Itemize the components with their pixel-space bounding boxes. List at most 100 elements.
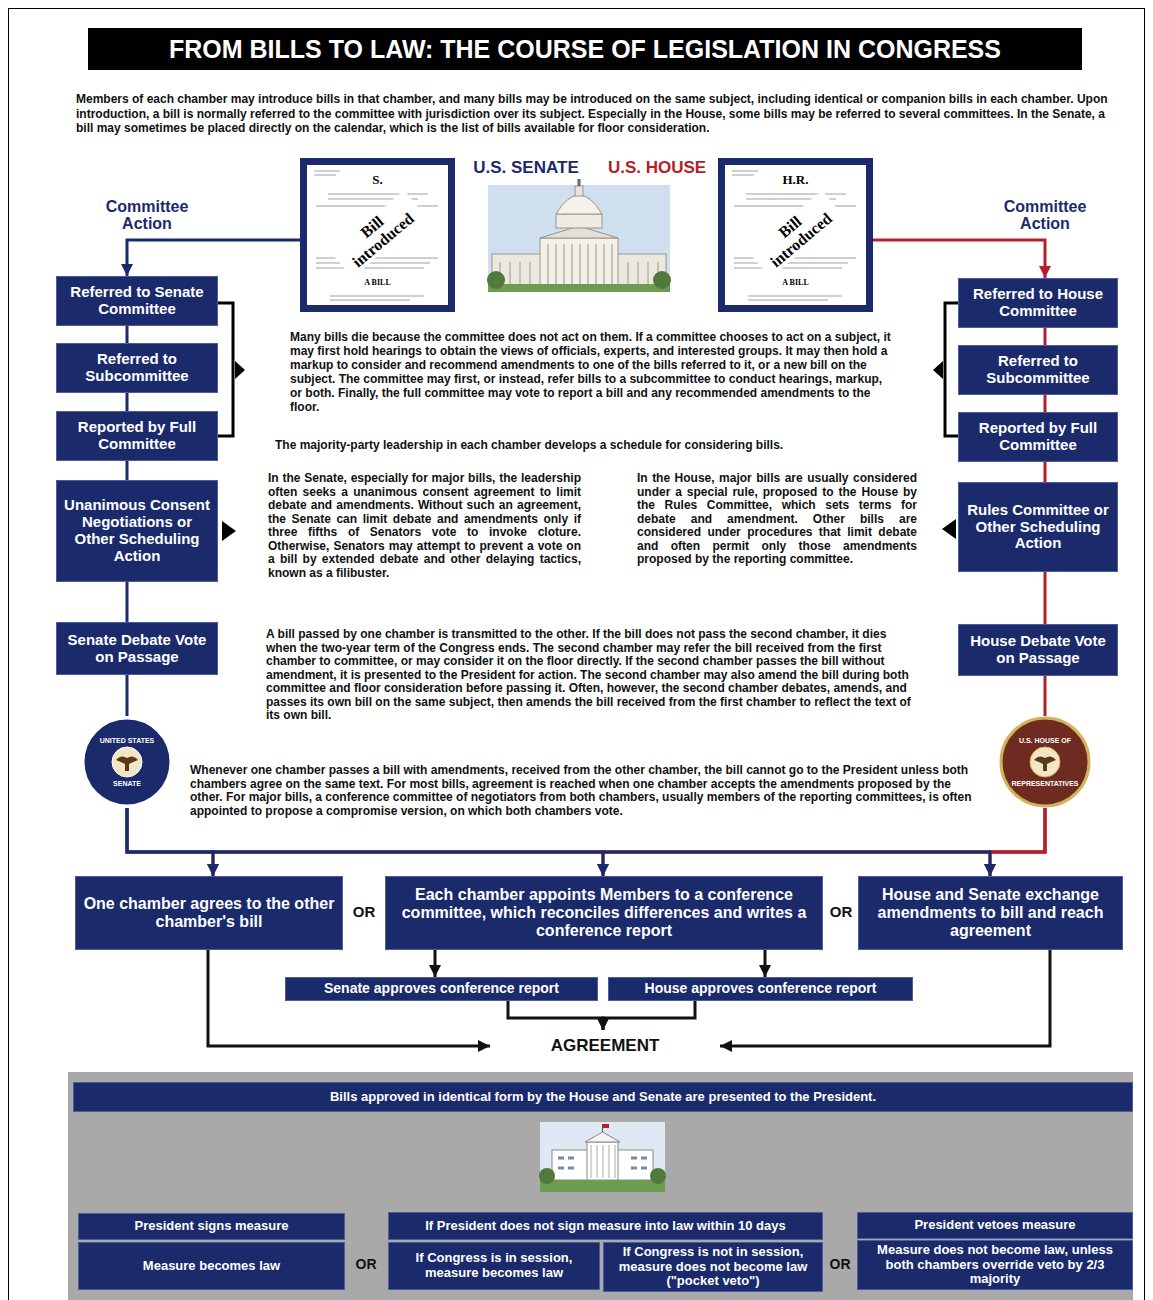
connector [603,808,1045,876]
document-line [734,206,856,207]
process-box: Referred to Subcommittee [958,345,1118,395]
bracket [933,361,943,379]
process-box: Measure does not become law, unless both… [857,1240,1133,1290]
capitol-illustration [487,179,671,292]
bracket [218,303,233,436]
pointer-triangle [942,519,956,539]
box-text: Measure becomes law [143,1259,280,1274]
process-box: Each chamber appoints Members to a confe… [385,876,823,950]
agreement-note: Whenever one chamber passes a bill with … [190,764,982,818]
seal-drawing [999,716,1091,808]
connector [127,808,990,876]
document-text: H.R. [781,173,811,187]
document-line [316,263,430,264]
document-line [734,263,848,264]
box-text: Senate Debate Vote on Passage [63,632,211,666]
chamber-seal: UNITED STATESSENATE [81,716,173,808]
process-box: House approves conference report [608,977,913,1001]
white-house-illustration [603,1124,609,1128]
document-line [732,171,758,172]
capitol-illustration [540,238,618,286]
document-text: A BILL [362,279,392,287]
connector [126,582,129,622]
capitol-illustration [556,195,602,214]
box-text: President signs measure [135,1219,289,1234]
capitol-illustration [556,214,602,228]
white-house-illustration [558,1158,647,1168]
document-line [734,268,842,269]
white-house-illustration [540,1122,665,1192]
or-label: OR [824,903,858,921]
seal-drawing [81,716,173,808]
white-house-illustration [587,1142,618,1180]
white-house-illustration [539,1122,666,1192]
document-line [330,300,410,301]
connector [126,461,129,480]
box-text: Reported by Full Committee [63,419,211,453]
connector [126,326,129,343]
connector [1044,676,1047,716]
connector [1044,395,1047,412]
president-panel [68,1072,1133,1300]
process-box: Reported by Full Committee [958,412,1118,462]
box-text: Measure does not become law, unless both… [864,1243,1126,1287]
agreement-text: AGREEMENT [551,1036,660,1055]
box-text: Referred to House Committee [965,286,1111,320]
box-text: If President does not sign measure into … [425,1219,785,1234]
agreement-node: AGREEMENT [490,1030,720,1062]
chamber-seal: U.S. HOUSE OFREPRESENTATIVES [999,716,1091,808]
connector [127,808,213,876]
committee-note: Many bills die because the committee doe… [290,330,897,414]
seal-ring [1001,718,1089,806]
process-box: Senate approves conference report [285,977,598,1001]
box-text: President vetoes measure [914,1218,1075,1233]
connector [508,1001,603,1030]
or-label: OR [346,903,382,921]
box-text: Referred to Subcommittee [63,351,211,385]
box-text: Referred to Senate Committee [63,284,211,318]
white-house-illustration [602,1124,603,1132]
white-house-illustration [540,1180,665,1192]
or-label: OR [824,1256,856,1273]
process-box: Bills approved in identical form by the … [73,1082,1133,1112]
edge-label: Committee Action [990,198,1100,232]
connector [126,393,129,411]
box-text: Rules Committee or Other Scheduling Acti… [965,502,1111,553]
process-box: If Congress is in session, measure becom… [388,1242,600,1290]
white-house-illustration [585,1132,620,1142]
connector [127,240,300,276]
connector [764,950,767,977]
bracket [945,303,958,436]
document-text: S. [370,173,384,187]
seal-eagle [1034,756,1056,771]
document-line [732,175,754,176]
process-box: One chamber agrees to the other chamber'… [75,876,343,950]
box-text: House Debate Vote on Passage [965,633,1111,667]
process-box: If Congress is not in session, measure d… [603,1242,823,1292]
process-box: Measure becomes law [78,1242,345,1290]
document-line [746,194,846,195]
connector [213,808,1045,876]
capitol-illustration [548,244,612,284]
seal-ring [83,718,171,806]
second-chamber-note: A bill passed by one chamber is transmit… [266,628,918,723]
connector [873,240,1045,278]
title-bar: FROM BILLS TO LAW: THE COURSE OF LEGISLA… [88,28,1082,70]
process-box: Unanimous Consent Negotiations or Other … [56,480,218,582]
box-text: Referred to Subcommittee [965,353,1111,387]
document-line [328,194,428,195]
white-house-illustration [539,1168,555,1184]
document-line [748,296,842,297]
box-text: Senate approves conference report [324,981,559,997]
process-box: If President does not sign measure into … [388,1212,823,1240]
document-line [314,171,340,172]
document-page [307,165,448,305]
box-text: One chamber agrees to the other chamber'… [82,895,336,931]
process-box: Referred to Subcommittee [56,343,218,393]
connector [126,675,129,716]
document-line [330,296,424,297]
intro-note: Members of each chamber may introduce bi… [76,92,1110,136]
bill-document: H.R.Bill introducedA BILL [718,158,873,312]
process-box: President vetoes measure [857,1212,1133,1239]
